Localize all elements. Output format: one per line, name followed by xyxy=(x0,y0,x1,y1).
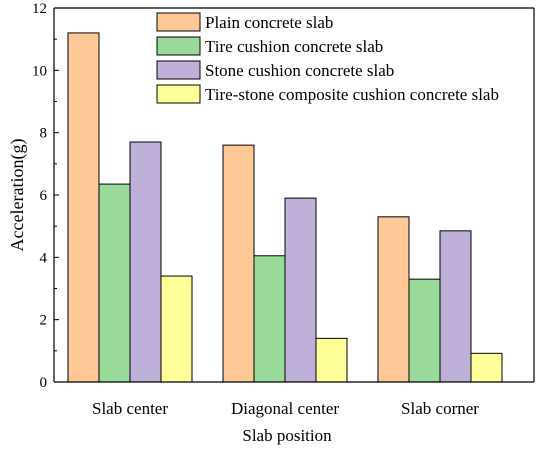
bar-2-1 xyxy=(408,278,441,383)
x-tick-label-1: Diagonal center xyxy=(231,399,339,418)
y-axis-label: Acceleration(g) xyxy=(7,139,28,252)
bar-2-3 xyxy=(470,352,503,383)
y-tick-label-5: 10 xyxy=(32,63,47,79)
y-tick-label-4: 8 xyxy=(40,126,48,142)
bar-0-3 xyxy=(160,275,193,383)
legend-swatch-3 xyxy=(156,84,201,104)
y-tick-label-1: 2 xyxy=(40,313,48,329)
x-tick-label-0: Slab center xyxy=(92,399,168,418)
bar-0-1 xyxy=(98,183,131,383)
y-tick-label-0: 0 xyxy=(40,375,48,391)
legend-swatch-0 xyxy=(156,12,201,32)
bar-0-2 xyxy=(129,141,162,383)
bar-1-2 xyxy=(284,197,317,383)
bar-1-1 xyxy=(253,255,286,383)
y-tick-label-3: 6 xyxy=(40,188,48,204)
legend-label-1: Tire cushion concrete slab xyxy=(205,37,383,56)
bar-0-0 xyxy=(67,32,100,383)
legend-label-2: Stone cushion concrete slab xyxy=(205,61,394,80)
legend-label-3: Tire-stone composite cushion concrete sl… xyxy=(205,85,499,104)
bar-2-2 xyxy=(439,230,472,383)
bar-2-0 xyxy=(377,216,410,383)
legend-swatch-1 xyxy=(156,36,201,56)
legend-swatch-2 xyxy=(156,60,201,80)
bars-group xyxy=(67,32,503,383)
y-tick-label-6: 12 xyxy=(32,1,47,17)
legend-label-0: Plain concrete slab xyxy=(205,13,333,32)
y-tick-label-2: 4 xyxy=(40,250,48,266)
x-tick-label-2: Slab corner xyxy=(401,399,479,418)
bar-1-0 xyxy=(222,144,255,383)
bar-1-3 xyxy=(315,337,348,383)
x-axis-label: Slab position xyxy=(242,426,332,445)
